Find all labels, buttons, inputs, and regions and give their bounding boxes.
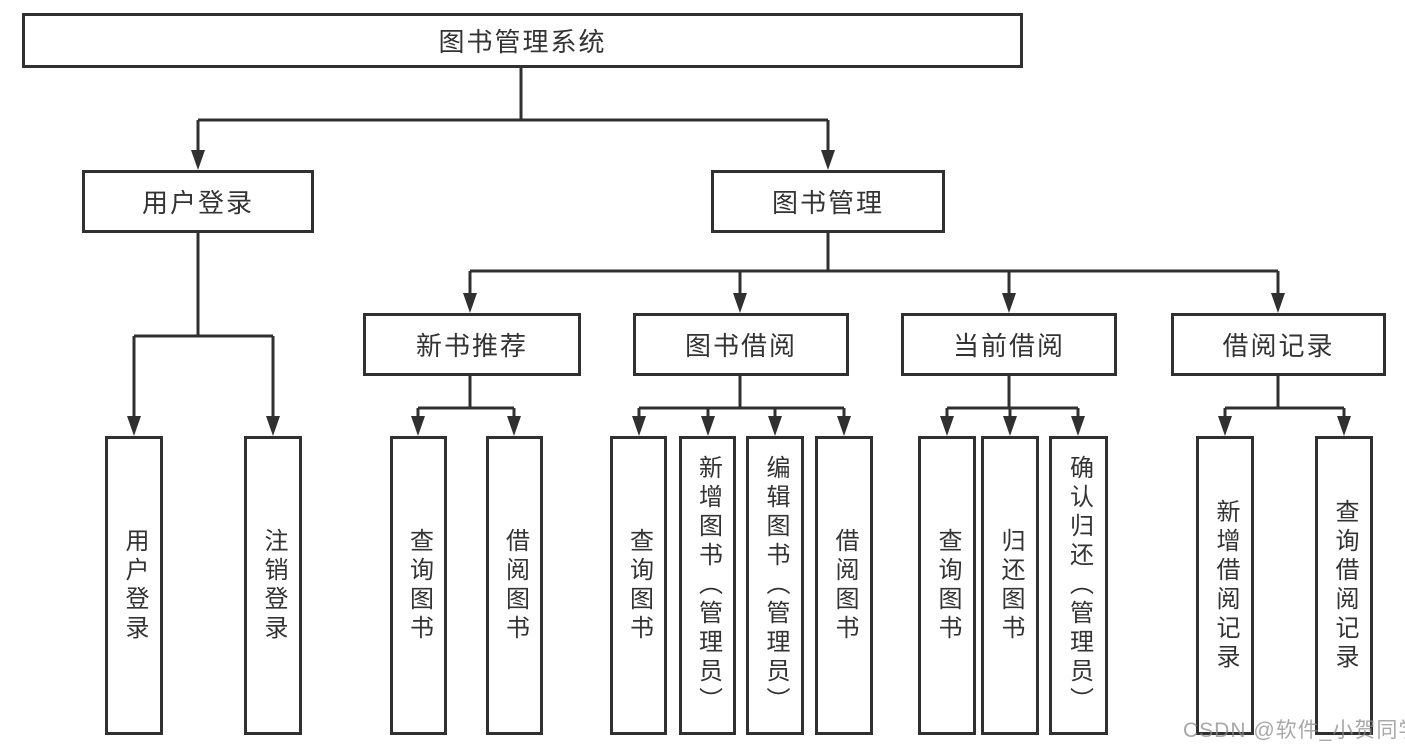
node-label: 注销登录 bbox=[260, 527, 287, 644]
node-label: 新书推荐 bbox=[415, 331, 528, 361]
node-user-login: 用户登录 bbox=[82, 170, 314, 233]
arrow-bb-borrow-arrowhead bbox=[837, 416, 851, 436]
node-label: 图书管理 bbox=[771, 188, 884, 218]
arrow-current-borrow-arrowhead bbox=[1002, 293, 1016, 313]
node-current-borrow: 当前借阅 bbox=[901, 313, 1117, 376]
node-label: 当前借阅 bbox=[952, 331, 1065, 361]
node-leaf-user-login: 用户登录 bbox=[105, 436, 163, 735]
node-leaf-bb-add: 新增图书（管理员） bbox=[679, 436, 736, 735]
watermark: CSDN @软件_小贺同学 bbox=[1183, 719, 1405, 742]
node-label: 新增图书（管理员） bbox=[694, 455, 722, 716]
node-label: 查询图书 bbox=[625, 527, 653, 644]
node-label: 新增借阅记录 bbox=[1212, 498, 1239, 673]
node-leaf-cb-return: 归还图书 bbox=[981, 436, 1039, 735]
arrow-nb-borrow-arrowhead bbox=[507, 416, 521, 436]
arrow-leaf-logout-arrowhead bbox=[266, 416, 280, 436]
node-label: 查询借阅记录 bbox=[1331, 498, 1358, 673]
arrow-user-login-arrowhead bbox=[191, 150, 205, 170]
node-leaf-logout: 注销登录 bbox=[244, 436, 302, 735]
arrow-bb-edit-arrowhead bbox=[768, 416, 782, 436]
node-label: 查询图书 bbox=[405, 527, 433, 644]
node-leaf-cb-confirm: 确认归还（管理员） bbox=[1049, 436, 1108, 735]
node-book-borrow: 图书借阅 bbox=[633, 313, 849, 376]
arrow-new-book-rec-arrowhead bbox=[463, 293, 477, 313]
arrow-nb-query-arrowhead bbox=[411, 416, 425, 436]
node-leaf-nb-borrow: 借阅图书 bbox=[486, 436, 543, 735]
arrow-borrow-record-arrowhead bbox=[1271, 293, 1285, 313]
node-label: 图书借阅 bbox=[684, 331, 797, 361]
node-label: 查询图书 bbox=[934, 527, 961, 644]
node-label: 借阅图书 bbox=[831, 527, 858, 644]
node-label: 归还图书 bbox=[997, 527, 1024, 644]
node-leaf-bb-borrow: 借阅图书 bbox=[815, 436, 873, 735]
arrow-leaf-login-arrowhead bbox=[127, 416, 141, 436]
node-borrow-record: 借阅记录 bbox=[1171, 313, 1386, 376]
node-label: 用户登录 bbox=[141, 188, 254, 218]
node-root: 图书管理系统 bbox=[22, 13, 1023, 68]
node-leaf-cb-query: 查询图书 bbox=[918, 436, 976, 735]
node-leaf-nb-query: 查询图书 bbox=[390, 436, 447, 735]
arrow-bb-query-arrowhead bbox=[632, 416, 646, 436]
node-leaf-bb-query: 查询图书 bbox=[610, 436, 667, 735]
arrow-book-borrow-arrowhead bbox=[733, 293, 747, 313]
node-label: 借阅记录 bbox=[1222, 331, 1335, 361]
arrow-br-query-arrowhead bbox=[1337, 416, 1351, 436]
node-label: 图书管理系统 bbox=[438, 27, 607, 57]
node-leaf-br-add: 新增借阅记录 bbox=[1196, 436, 1254, 735]
arrow-cb-query-arrowhead bbox=[940, 416, 954, 436]
node-leaf-bb-edit: 编辑图书（管理员） bbox=[746, 436, 804, 735]
arrow-cb-return-arrowhead bbox=[1003, 416, 1017, 436]
node-new-book-rec: 新书推荐 bbox=[363, 313, 581, 376]
node-label: 借阅图书 bbox=[501, 527, 529, 644]
arrow-cb-confirm-arrowhead bbox=[1071, 416, 1085, 436]
arrow-br-add-arrowhead bbox=[1218, 416, 1232, 436]
node-book-mgmt: 图书管理 bbox=[711, 170, 945, 233]
node-label: 编辑图书（管理员） bbox=[762, 455, 789, 716]
arrow-book-mgmt-arrowhead bbox=[821, 150, 835, 170]
node-label: 确认归还（管理员） bbox=[1065, 455, 1093, 716]
node-label: 用户登录 bbox=[121, 527, 148, 644]
node-leaf-br-query: 查询借阅记录 bbox=[1315, 436, 1373, 735]
arrow-bb-add-arrowhead bbox=[701, 416, 715, 436]
